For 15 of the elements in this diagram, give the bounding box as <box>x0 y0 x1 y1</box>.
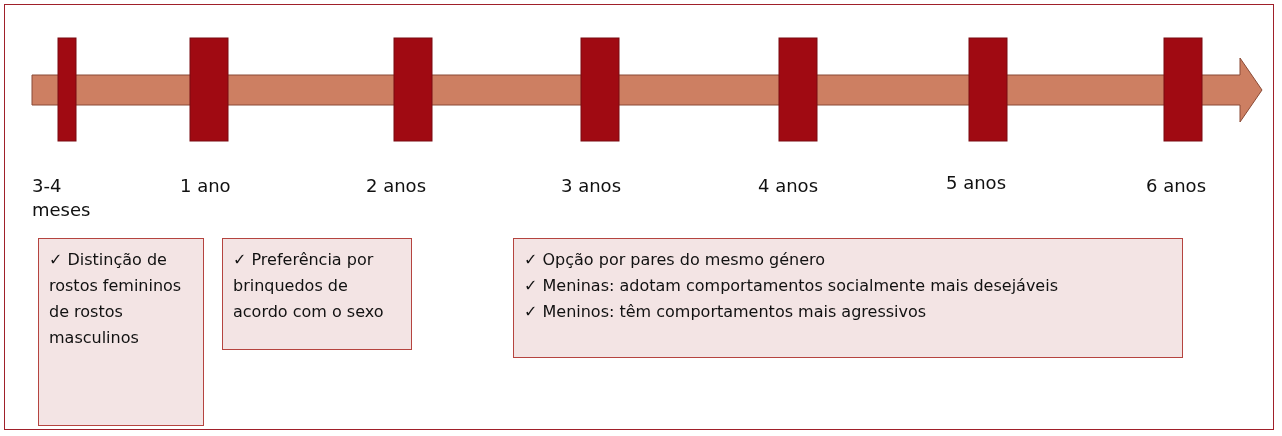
age-label: 6 anos <box>1146 174 1207 198</box>
age-label: 1 ano <box>180 174 232 198</box>
milestone-box <box>513 238 1183 358</box>
milestone-box <box>38 238 204 426</box>
milestone-text: ✓ Preferência por brinquedos de acordo com o sexo <box>233 249 385 323</box>
milestone-box <box>222 238 412 350</box>
milestone-text: ✓ Meninos: têm comportamentos mais agressivos <box>524 301 928 323</box>
milestone-text: ✓ Meninas: adotam comportamentos socialmente mais desejáveis <box>524 275 1059 297</box>
age-label: 2 anos <box>366 174 427 198</box>
age-label: 5 anos <box>946 171 1007 195</box>
milestone-text: ✓ Opção por pares do mesmo género <box>524 249 827 271</box>
age-label: 3-4 meses <box>32 174 92 222</box>
age-label: 4 anos <box>758 174 819 198</box>
age-label: 3 anos <box>561 174 622 198</box>
milestone-text: ✓ Distinção de rostos femininos de rostos masculinos <box>49 249 183 349</box>
